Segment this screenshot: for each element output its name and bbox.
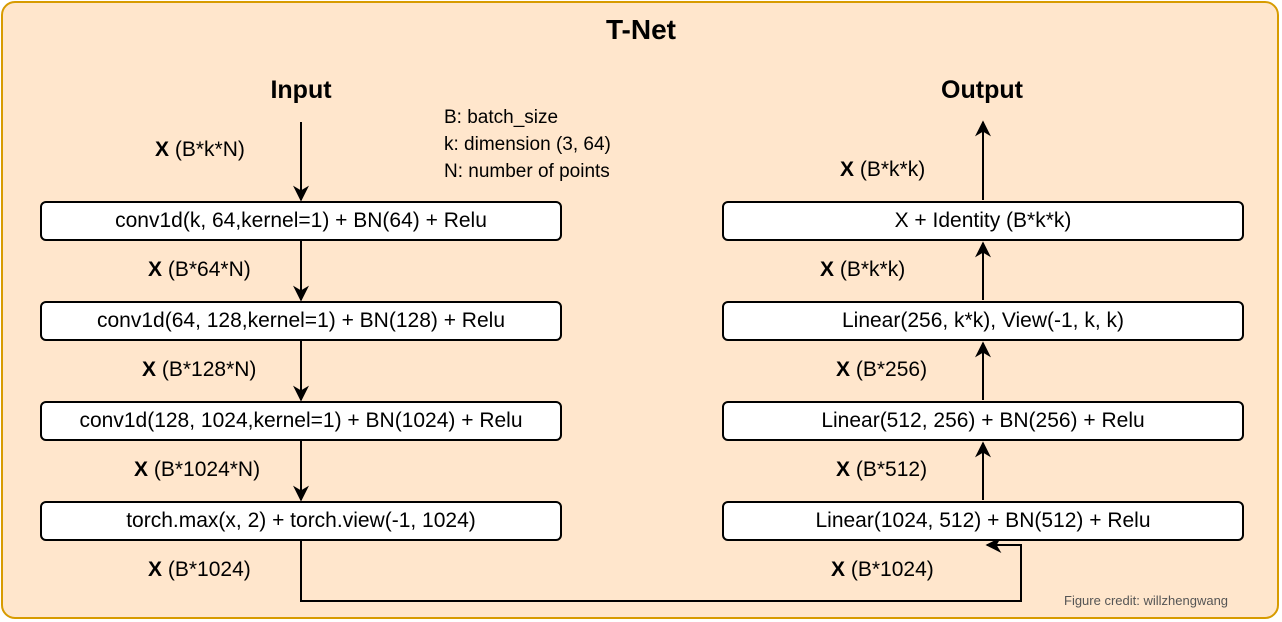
- conv2-box: conv1d(64, 128,kernel=1) + BN(128) + Rel…: [40, 301, 562, 341]
- shape-label: X (B*k*k): [840, 158, 926, 181]
- figure-credit: Figure credit: willzhengwang: [1064, 593, 1229, 608]
- shape-label: X (B*256): [836, 358, 928, 381]
- fc3-box: Linear(256, k*k), View(-1, k, k): [722, 301, 1244, 341]
- shape-label: X (B*64*N): [148, 258, 251, 281]
- connector-maxpool-to-fc1: [300, 537, 1022, 602]
- conv3-box: conv1d(128, 1024,kernel=1) + BN(1024) + …: [40, 401, 562, 441]
- fc2-box: Linear(512, 256) + BN(256) + Relu: [722, 401, 1244, 441]
- shape-label: X (B*k*N): [155, 138, 245, 161]
- shape-label: X (B*512): [836, 458, 928, 481]
- input-heading: Input: [270, 76, 332, 104]
- shape-label: X (B*k*k): [820, 258, 906, 281]
- legend-item: B: batch_size: [444, 107, 559, 128]
- maxpool-view-box: torch.max(x, 2) + torch.view(-1, 1024): [40, 501, 562, 541]
- legend-item: k: dimension (3, 64): [444, 134, 611, 155]
- shape-label: X (B*1024*N): [134, 458, 261, 481]
- conv1-box: conv1d(k, 64,kernel=1) + BN(64) + Relu: [40, 201, 562, 241]
- identity-add-box: X + Identity (B*k*k): [722, 201, 1244, 241]
- shape-label: X (B*1024): [831, 558, 934, 581]
- diagram-title: T-Net: [606, 14, 676, 45]
- shape-label: X (B*1024): [148, 558, 251, 581]
- legend: B: batch_size k: dimension (3, 64) N: nu…: [444, 104, 611, 185]
- legend-item: N: number of points: [444, 161, 610, 182]
- shape-label: X (B*128*N): [142, 358, 257, 381]
- output-heading: Output: [941, 76, 1023, 104]
- fc1-box: Linear(1024, 512) + BN(512) + Relu: [722, 501, 1244, 541]
